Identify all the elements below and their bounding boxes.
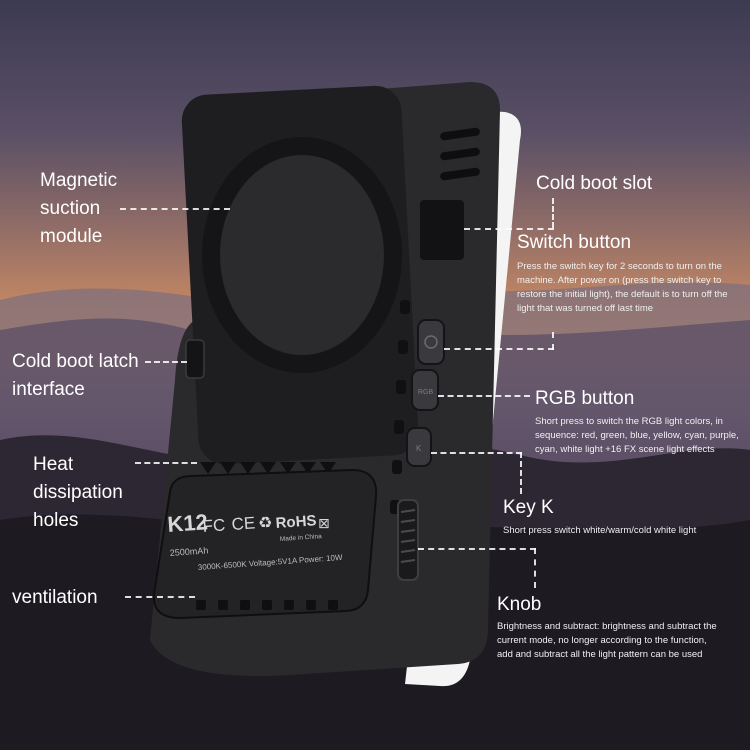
power-icon (424, 335, 438, 349)
leader-knob-v (534, 548, 536, 588)
rgb-button-shape (411, 369, 439, 411)
heat-dissipation-teeth (200, 462, 336, 474)
bin-icon: ⊠ (318, 516, 330, 532)
rgb-button-title: RGB button (535, 388, 635, 409)
leader-k-h (431, 452, 522, 454)
cold-boot-latch-label: Cold boot latch interface (12, 351, 139, 400)
battery-label: 2500mAh (169, 545, 208, 558)
ventilation-label: ventilation (12, 587, 98, 608)
heat-dissipation-label: Heat dissipation holes (33, 454, 123, 531)
leader-ventilation (125, 596, 195, 598)
cold-boot-slot-vents (440, 127, 480, 181)
k-button-shape (406, 427, 432, 467)
knob-ridges (400, 509, 416, 563)
recycle-icon: ♻ (258, 513, 272, 532)
knob-desc: Brightness and subtract: brightness and … (497, 621, 717, 660)
battery-block (152, 468, 378, 620)
leader-latch (145, 361, 187, 363)
made-in-label: Made in China (280, 533, 323, 543)
rgb-button-mark: RGB (418, 389, 434, 396)
leader-k-v (520, 452, 522, 494)
cold-boot-slot-title: Cold boot slot (536, 173, 653, 194)
leader-cold-boot-v (552, 198, 554, 228)
magnetic-disc-inner (220, 155, 384, 355)
cold-boot-slot (420, 200, 464, 260)
key-k-title: Key K (503, 497, 554, 518)
switch-button-shape (417, 319, 445, 365)
latch-notch (185, 339, 205, 379)
switch-button-title: Switch button (517, 232, 632, 253)
knob-title: Knob (497, 594, 542, 615)
leader-knob-h (418, 548, 536, 550)
rgb-button-desc: Short press to switch the RGB light colo… (535, 416, 739, 455)
leader-switch-h (444, 348, 554, 350)
model-label: K12 (167, 509, 209, 537)
switch-button-desc: Press the switch key for 2 seconds to tu… (517, 261, 728, 314)
key-k-desc: Short press switch white/warm/cold white… (503, 525, 697, 536)
rohs-mark: RoHS (275, 512, 317, 532)
k-button-mark: K (416, 444, 422, 453)
leader-rgb (438, 395, 530, 397)
ce-mark: CE (231, 513, 256, 534)
leader-heat (135, 462, 197, 464)
magnetic-suction-label: Magnetic suction module (40, 170, 118, 247)
leader-switch-v (552, 332, 554, 350)
leader-magnetic (120, 208, 230, 210)
leader-cold-boot-h (464, 228, 554, 230)
fc-mark: FC (202, 515, 226, 536)
ventilation-teeth (196, 600, 338, 610)
